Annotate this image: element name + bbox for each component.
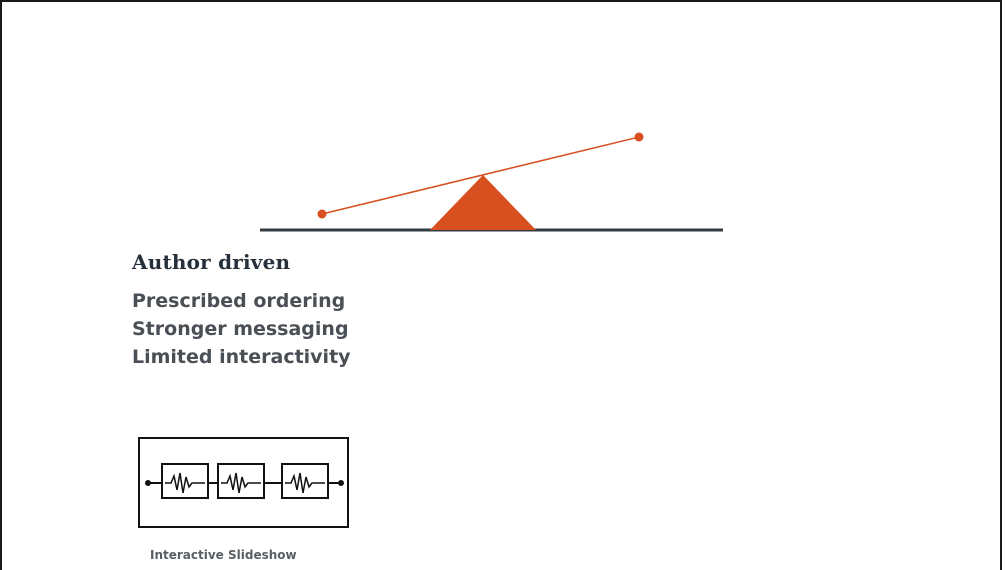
figure-end-dot (145, 480, 151, 486)
slideshow-figure (138, 437, 349, 528)
figure-box (161, 463, 209, 499)
figure-caption: Interactive Slideshow (150, 548, 297, 562)
section-heading: Author driven (132, 250, 291, 274)
point-list: Prescribed ordering Stronger messaging L… (132, 287, 351, 371)
figure-end-dot (338, 480, 344, 486)
seesaw-beam-end-low (317, 209, 327, 219)
figure-box (217, 463, 265, 499)
point-item: Prescribed ordering (132, 290, 346, 312)
point-item: Stronger messaging (132, 318, 349, 340)
seesaw-diagram (260, 132, 723, 232)
seesaw-fulcrum (430, 175, 536, 230)
point-item: Limited interactivity (132, 346, 351, 368)
seesaw-beam (321, 136, 640, 215)
figure-frame (138, 437, 349, 528)
figure-box (281, 463, 329, 499)
seesaw-beam-end-high (634, 132, 644, 142)
